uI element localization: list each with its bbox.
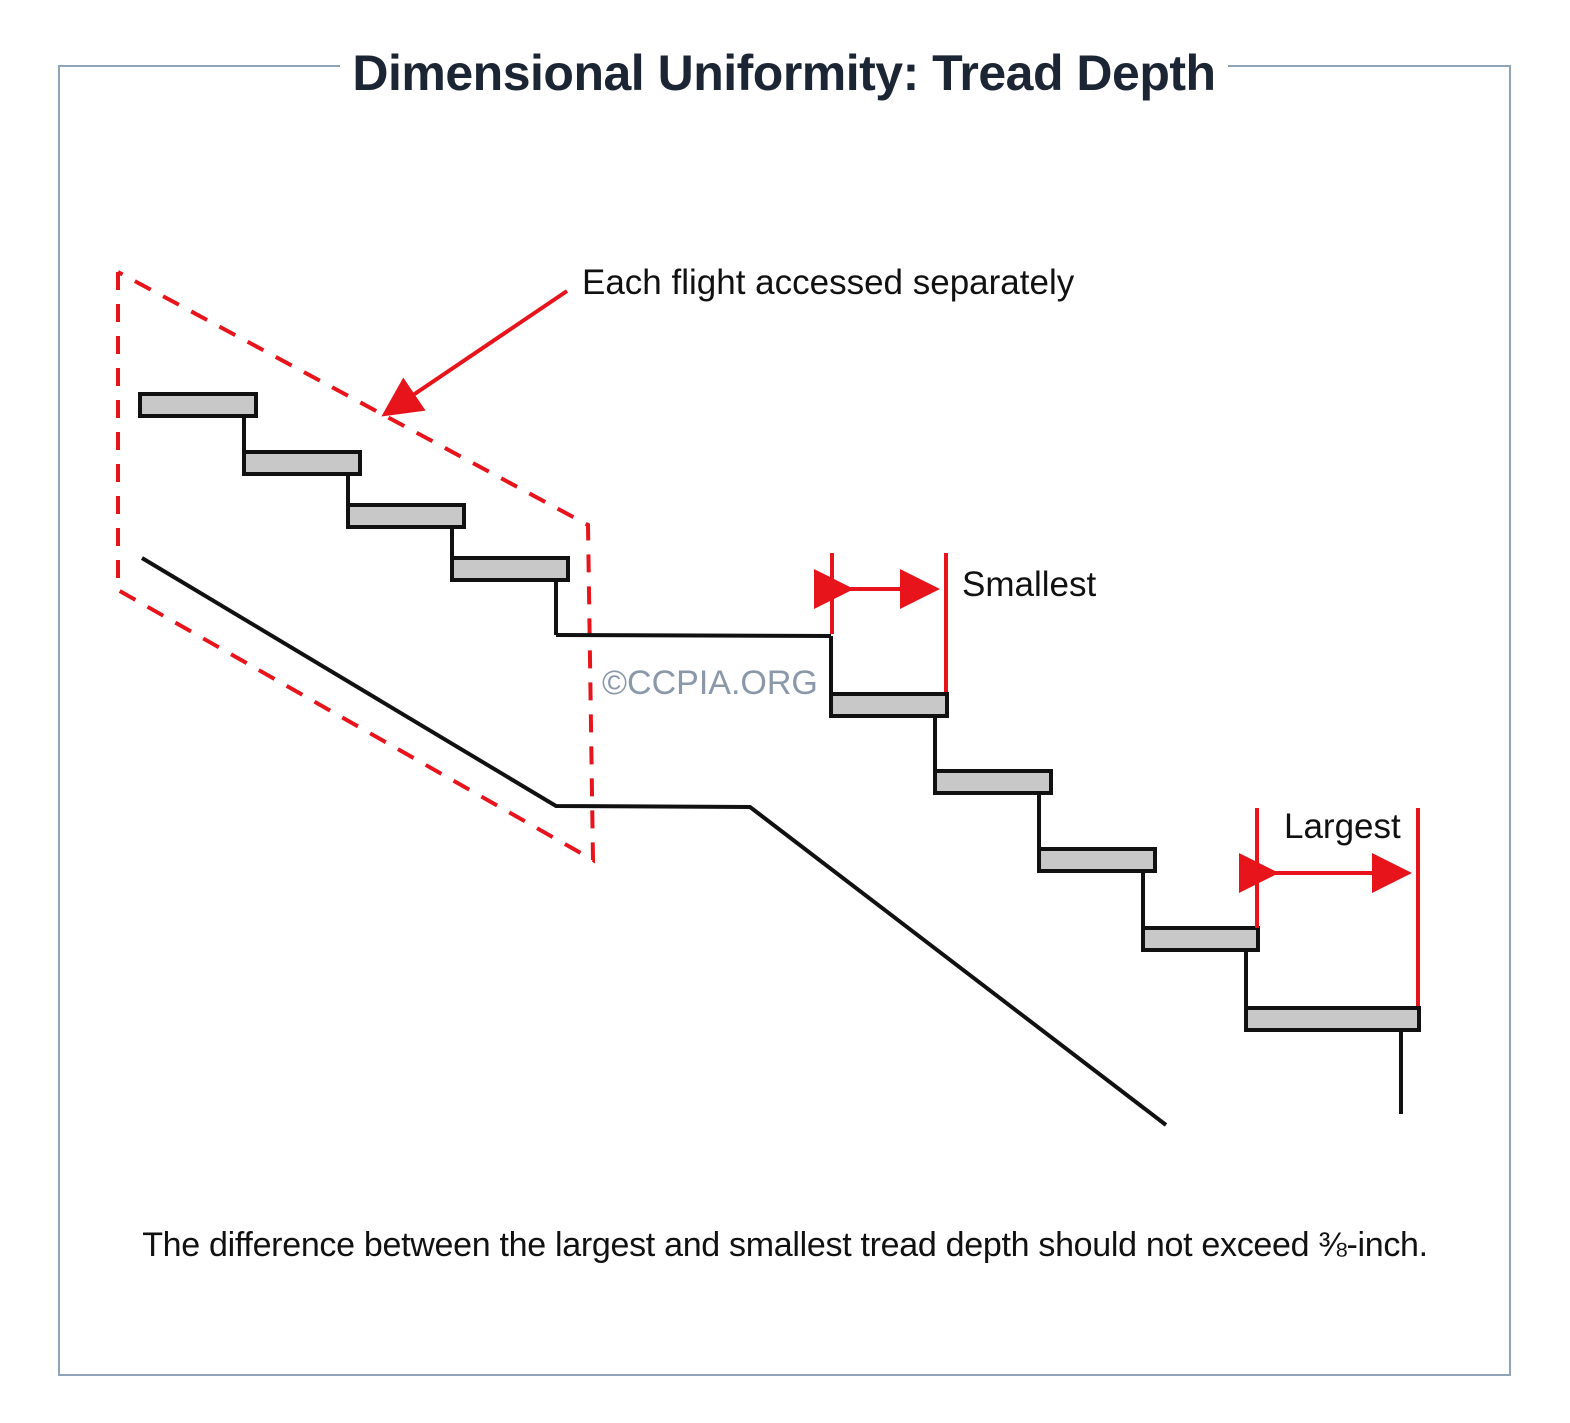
tread — [346, 503, 466, 529]
caption: The difference between the largest and s… — [142, 1226, 1428, 1264]
callout-label: Each flight accessed separately — [582, 263, 1075, 302]
tread — [242, 450, 362, 476]
tread — [1244, 1006, 1421, 1032]
upper-flight — [138, 392, 570, 635]
largest-dimension — [1239, 808, 1420, 1006]
flight-boundary — [116, 270, 596, 864]
tread — [829, 692, 949, 718]
tread — [138, 392, 258, 418]
smallest-label: Smallest — [962, 565, 1096, 604]
tread — [450, 556, 570, 582]
tread — [1037, 847, 1157, 873]
watermark: ©CCPIA.ORG — [602, 664, 818, 702]
smallest-dimension — [814, 553, 948, 692]
lower-flight — [829, 636, 1421, 1114]
largest-label: Largest — [1284, 807, 1401, 846]
tread — [933, 769, 1053, 795]
callout-arrow-icon — [381, 289, 569, 417]
landing-line — [555, 633, 832, 638]
stringer-line — [140, 556, 1168, 1127]
tread — [1141, 926, 1260, 952]
diagram-title: Dimensional Uniformity: Tread Depth — [340, 40, 1228, 108]
